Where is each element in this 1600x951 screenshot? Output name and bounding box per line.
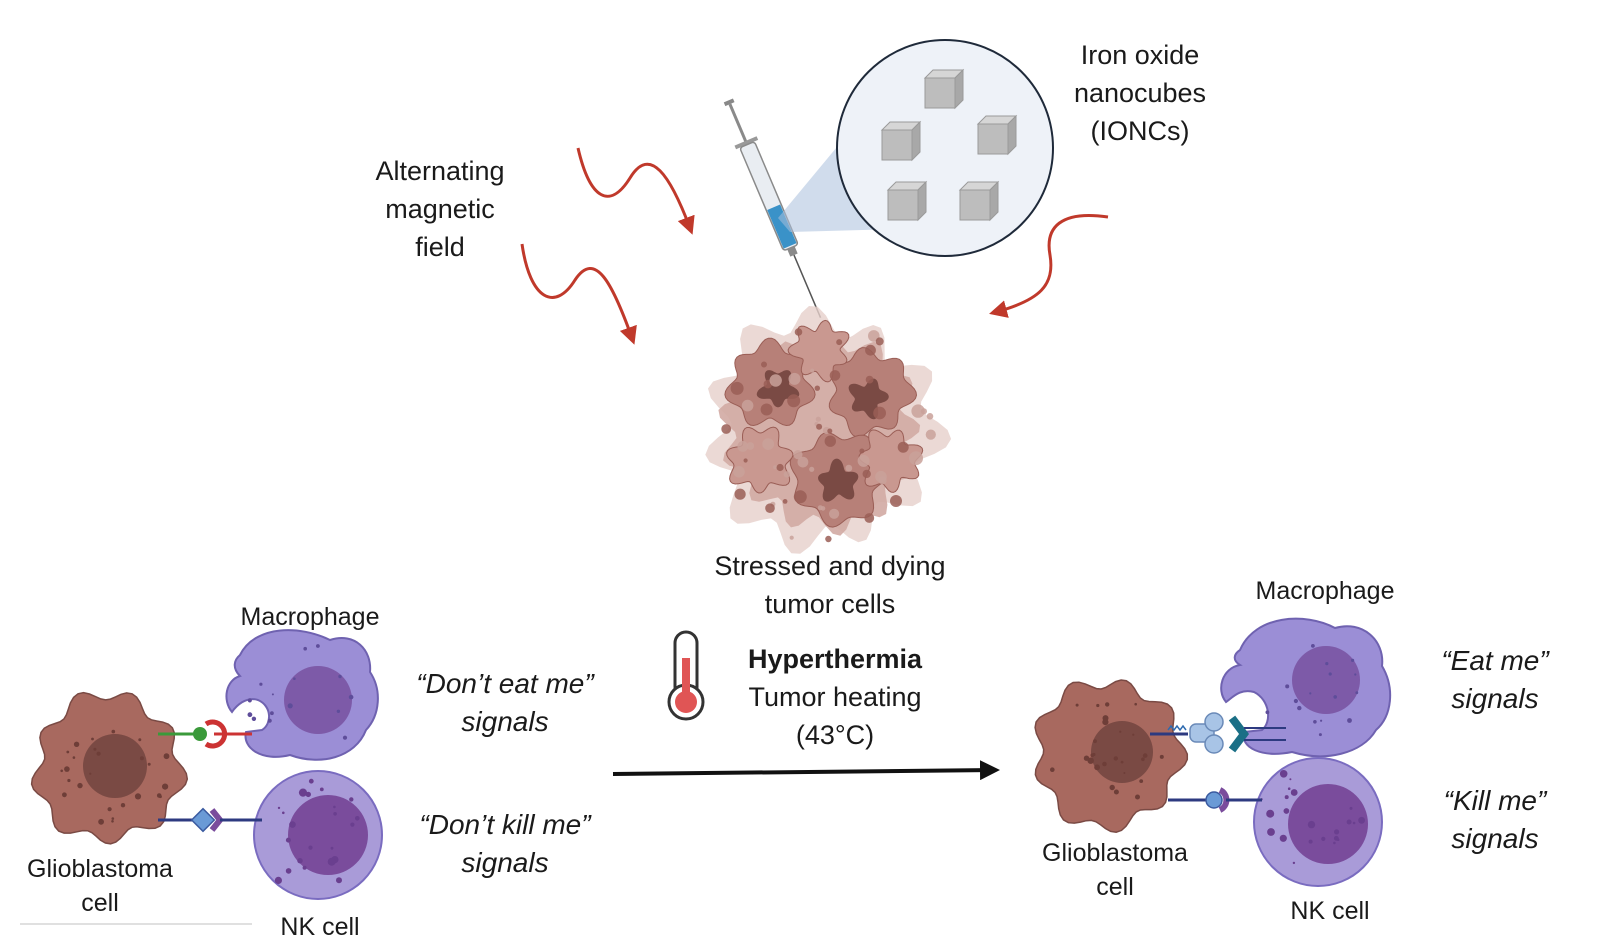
magnetic-field-label: Alternating magnetic field <box>375 156 505 262</box>
nanocube-icon <box>958 180 1000 222</box>
nk-dots-after <box>1260 770 1365 865</box>
dont-kill-me-label: “Don’t kill me” signals <box>419 809 591 878</box>
tumor-label: Stressed and dying tumor cells <box>714 551 946 619</box>
nk-label-before: NK cell <box>280 913 360 941</box>
nk-dots-before <box>274 778 360 885</box>
glioblastoma-dots-after <box>1050 702 1164 800</box>
thermometer-icon <box>667 630 705 721</box>
macrophage-label-after: Macrophage <box>1255 577 1395 605</box>
glioblastoma-label-after: Glioblastoma cell <box>1042 839 1188 901</box>
macrophage-dots-after <box>1265 644 1359 737</box>
magnetic-field-arrows <box>520 147 1109 345</box>
macrophage-nucleus-before <box>284 666 352 734</box>
before-panel <box>30 629 383 900</box>
macrophage-nucleus-after <box>1292 646 1360 714</box>
dont-eat-me-label: “Don’t eat me” signals <box>416 668 594 737</box>
field-arrow-1 <box>576 147 695 235</box>
glioblastoma-dots-before <box>60 729 170 825</box>
macrophage-dots-before <box>247 644 354 740</box>
nanocube-icon <box>880 120 922 162</box>
ioncs-label: Iron oxide nanocubes (IONCs) <box>1073 40 1207 146</box>
process-arrow <box>612 760 1000 781</box>
field-arrow-3 <box>989 214 1109 318</box>
nanocube-icon <box>976 114 1018 156</box>
glioblastoma-label-before: Glioblastoma cell <box>27 855 173 917</box>
after-panel <box>1034 617 1392 887</box>
tumor-mass <box>705 306 952 554</box>
dont-eat-me-receptor <box>158 719 252 749</box>
nk-nucleus-before <box>288 795 368 875</box>
eat-me-receptor <box>1150 712 1286 754</box>
glioblastoma-nucleus-after <box>1091 721 1153 783</box>
nanocube-icon <box>923 68 965 110</box>
nanocube-zoom <box>778 39 1054 257</box>
field-arrow-2 <box>520 243 637 345</box>
macrophage-label-before: Macrophage <box>240 603 380 631</box>
kill-me-label: “Kill me” signals <box>1443 785 1547 854</box>
hyperthermia-label: Hyperthermia Tumor heating (43°C) <box>715 640 955 754</box>
nanocube-icon <box>886 180 928 222</box>
nanocube-icons <box>880 68 1018 222</box>
eat-me-label: “Eat me” signals <box>1441 645 1549 714</box>
dont-kill-me-receptor <box>158 807 262 833</box>
hyperthermia-title: Hyperthermia <box>747 644 923 674</box>
nk-label-after: NK cell <box>1290 897 1370 925</box>
nk-nucleus-after <box>1288 784 1368 864</box>
glioblastoma-nucleus-before <box>83 734 147 798</box>
kill-me-receptor <box>1168 787 1262 813</box>
